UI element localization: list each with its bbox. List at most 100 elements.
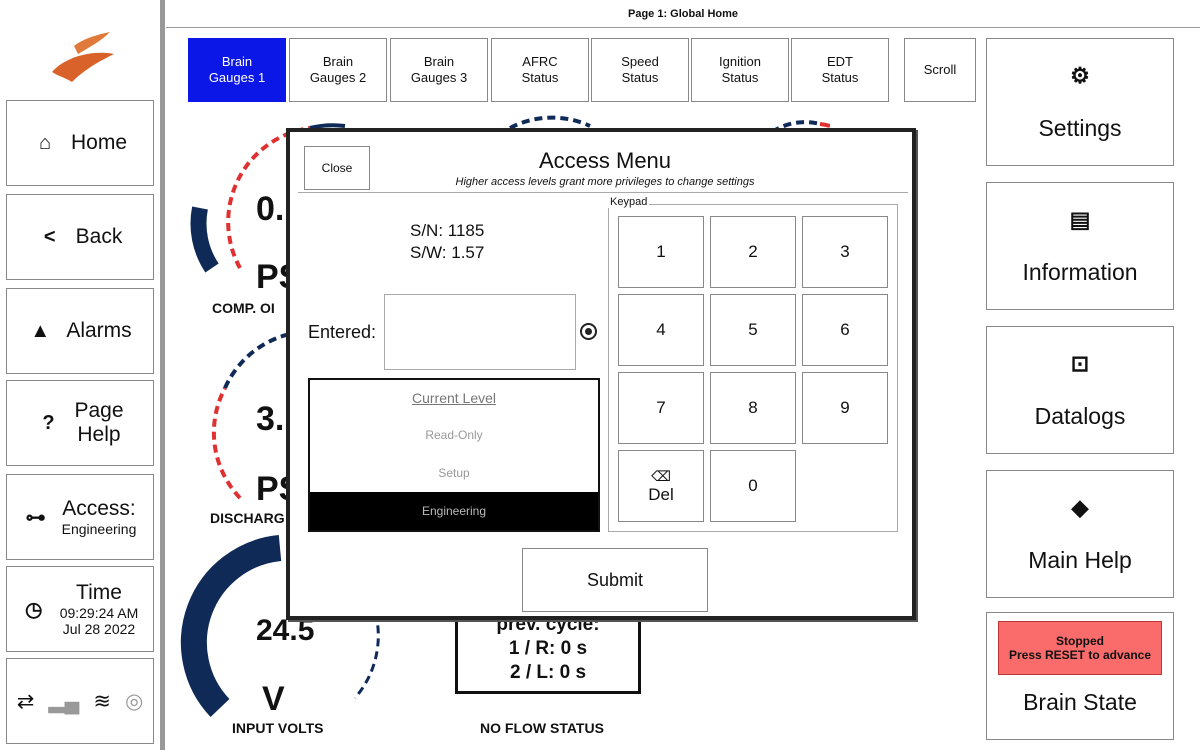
information-button[interactable]: ▤ Information — [986, 182, 1174, 310]
help-diamond-icon: ◆ — [1071, 494, 1089, 520]
key-icon: ⊶ — [25, 506, 46, 529]
noflow-label: NO FLOW STATUS — [480, 720, 604, 736]
signal-off-icon: ▂▄ — [48, 689, 80, 713]
brain-state-label: Brain State — [1023, 689, 1137, 715]
date-value: Jul 28 2022 — [62, 621, 136, 638]
access-level: Engineering — [61, 521, 137, 538]
alarms-label: Alarms — [66, 319, 132, 342]
tab-label-2a: Brain — [322, 53, 354, 69]
noflow-line3: 2 / L: 0 s — [509, 662, 587, 683]
settings-label: Settings — [1038, 114, 1122, 141]
gauge1-fill — [190, 206, 219, 273]
access-button[interactable]: ⊶ Access: Engineering — [6, 474, 154, 560]
backspace-icon: ⌫ — [651, 467, 671, 484]
close-button[interactable]: Close — [304, 146, 370, 190]
key-0[interactable]: 0 — [710, 450, 796, 522]
brain-state-line1: Stopped — [1056, 633, 1104, 648]
level-read-only: Read-Only — [425, 428, 483, 442]
information-label: Information — [1022, 258, 1138, 285]
time-button[interactable]: ◷ Time 09:29:24 AM Jul 28 2022 — [6, 566, 154, 652]
access-menu-dialog: Close Access Menu Higher access levels g… — [286, 128, 916, 620]
key-5[interactable]: 5 — [710, 294, 796, 366]
delete-key[interactable]: ⌫ Del — [618, 450, 704, 522]
device-info: S/N: 1185 S/W: 1.57 — [410, 220, 484, 264]
keypad-legend: Keypad — [608, 196, 650, 208]
brain-state-panel[interactable]: Stopped Press RESET to advance Brain Sta… — [986, 612, 1174, 740]
gauge1-red-arc — [226, 126, 311, 269]
tab-label-5a: Speed — [621, 53, 659, 69]
gauge3-fill — [180, 535, 282, 717]
key-2[interactable]: 2 — [710, 216, 796, 288]
show-code-toggle[interactable] — [580, 323, 597, 340]
gauge1-label: COMP. OI — [212, 300, 275, 316]
gauge2-red-arc — [211, 387, 242, 500]
keypad-group — [608, 204, 898, 532]
tab-label-3a: Brain — [423, 53, 455, 69]
gauge3-unit: V — [262, 680, 285, 718]
submit-button[interactable]: Submit — [522, 548, 708, 612]
brand-logo — [52, 32, 114, 82]
delete-label: Del — [648, 484, 674, 504]
page-help-button[interactable]: ? Page Help — [6, 380, 154, 466]
page-help-icon: ? — [42, 411, 55, 434]
tab-label-1a: Brain — [221, 53, 253, 69]
current-level-list: Current Level Read-Only Setup Engineerin… — [308, 378, 600, 532]
key-7[interactable]: 7 — [618, 372, 704, 444]
brain-state-indicator: Stopped Press RESET to advance — [998, 621, 1162, 675]
key-9[interactable]: 9 — [802, 372, 888, 444]
key-6[interactable]: 6 — [802, 294, 888, 366]
tab-label-5b: Status — [621, 70, 659, 85]
gauge1-value: 0. — [256, 190, 285, 228]
page-help-label-2: Help — [77, 423, 121, 446]
main-help-label: Main Help — [1028, 546, 1132, 573]
page-title: Page 1: Global Home — [166, 0, 1200, 28]
alarms-button[interactable]: ▲ Alarms — [6, 288, 154, 374]
datalogs-button[interactable]: ⊡ Datalogs — [986, 326, 1174, 454]
noflow-line2: 1 / R: 0 s — [508, 638, 588, 659]
sidebar: ⌂ Home < Back ▲ Alarms ? Page Help ⊶ Acc… — [0, 0, 158, 750]
gps-off-icon: ◎ — [124, 689, 144, 713]
level-engineering: Engineering — [310, 492, 598, 530]
access-label: Access: — [62, 496, 136, 520]
scroll-button[interactable]: Scroll — [904, 38, 976, 102]
home-icon: ⌂ — [38, 131, 52, 154]
main-help-button[interactable]: ◆ Main Help — [986, 470, 1174, 598]
gauge2-blue-arc — [223, 332, 291, 389]
back-label: Back — [75, 225, 123, 248]
tab-label-6a: Ignition — [719, 53, 761, 69]
tab-label-1b: Gauges 1 — [208, 70, 266, 85]
key-1[interactable]: 1 — [618, 216, 704, 288]
entered-code-field[interactable] — [384, 294, 576, 370]
key-8[interactable]: 8 — [710, 372, 796, 444]
entered-label: Entered: — [308, 322, 377, 342]
software-version: S/W: 1.57 — [410, 243, 485, 262]
current-level-heading: Current Level — [411, 390, 497, 406]
tab-label-2b: Gauges 2 — [309, 70, 367, 85]
key-3[interactable]: 3 — [802, 216, 888, 288]
brain-state-line2: Press RESET to advance — [1008, 648, 1152, 662]
back-button[interactable]: < Back — [6, 194, 154, 280]
transfer-arrows-icon: ⇄ — [16, 689, 35, 713]
tab-label-6b: Status — [721, 70, 759, 85]
chart-icon: ⊡ — [1070, 350, 1090, 376]
settings-button[interactable]: ⚙ Settings — [986, 38, 1174, 166]
gauge1-blue-arc — [309, 123, 346, 130]
gauge-center-arc — [509, 115, 591, 130]
home-button[interactable]: ⌂ Home — [6, 100, 154, 186]
page-help-label-1: Page — [74, 398, 124, 422]
gauge3-label: INPUT VOLTS — [232, 720, 324, 736]
dialog-title: Access Menu — [538, 148, 672, 173]
datalogs-label: Datalogs — [1034, 402, 1126, 429]
home-label: Home — [70, 131, 128, 154]
connectivity-status[interactable]: ⇄ ▂▄ ≋ ◎ — [6, 658, 154, 744]
key-4[interactable]: 4 — [618, 294, 704, 366]
clock-icon: ◷ — [24, 598, 43, 621]
gauge2-value: 3. — [256, 400, 285, 438]
